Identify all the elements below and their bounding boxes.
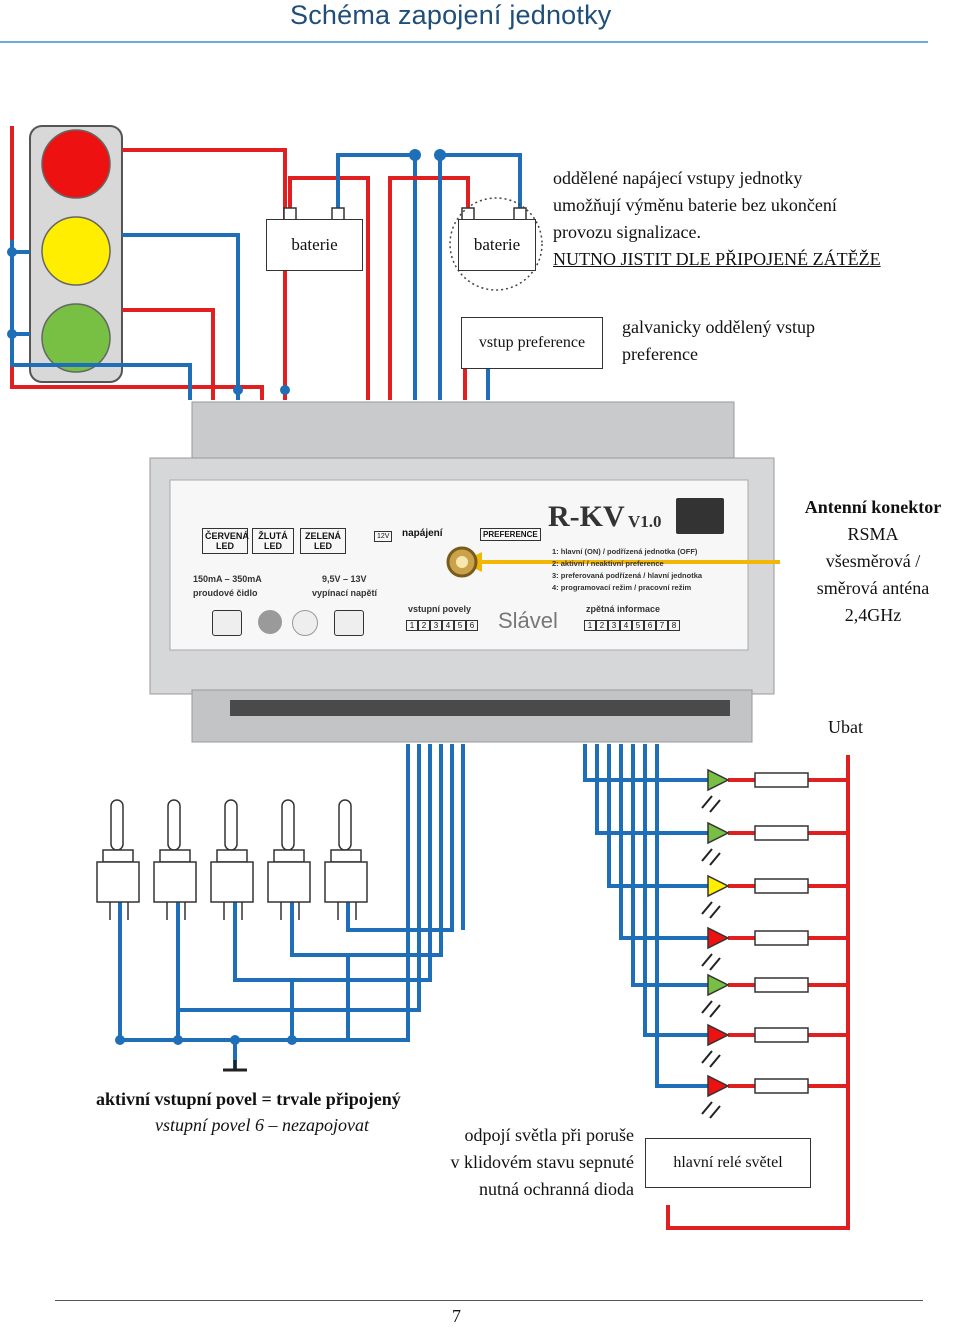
led-emission-arrows — [701, 795, 721, 1119]
yellow-lamp — [41, 216, 111, 286]
device-version: V1.0 — [628, 512, 662, 531]
traffic-light — [29, 125, 123, 383]
device-model: R-KV — [548, 500, 625, 533]
battery-left: baterie — [266, 219, 363, 271]
current-range: 150mA – 350mA — [193, 574, 262, 584]
antenna-arrow — [446, 546, 780, 578]
device-brand: Slável — [498, 608, 558, 633]
title-rule — [0, 41, 928, 43]
green-lamp — [41, 303, 111, 373]
inputs-label: vstupní povely — [408, 604, 472, 614]
page-number: 7 — [452, 1306, 461, 1326]
red-lamp — [41, 129, 111, 199]
input-wires — [118, 744, 465, 1070]
input-terminals: 1 2 3 4 5 6 — [406, 620, 478, 631]
toggle-switches — [96, 799, 368, 920]
page-title: Schéma zapojení jednotky — [290, 0, 612, 30]
current-label: proudové čidlo — [193, 588, 258, 598]
main-relay-box: hlavní relé světel — [645, 1138, 811, 1188]
label-preference-port: PREFERENCE — [480, 528, 541, 541]
dip-switch[interactable] — [676, 498, 724, 534]
relay-note: odpojí světla při poruše v klidovém stav… — [450, 1125, 634, 1199]
feedback-label: zpětná informace — [586, 604, 661, 614]
label-12v: 12V — [374, 531, 393, 542]
voltage-range: 9,5V – 13V — [322, 574, 367, 584]
antenna-note: Antenní konektor RSMA všesměrová / směro… — [804, 497, 942, 625]
status-led-dark — [258, 610, 282, 634]
label-napajeni: napájení — [402, 528, 443, 539]
ground-symbol — [223, 1060, 247, 1072]
power-note: oddělené napájecí vstupy jednotky umožňu… — [553, 168, 881, 269]
preference-input-box: vstup preference — [461, 317, 603, 369]
ubat-label: Ubat — [828, 717, 863, 737]
battery-right: baterie — [458, 219, 536, 271]
mode-list: 1: hlavní (ON) / podřízená jednotka (OFF… — [552, 547, 703, 592]
led-triangles — [707, 768, 730, 1098]
current-trimmer-icon[interactable] — [212, 610, 242, 636]
resistors — [754, 772, 809, 1094]
footer-rule — [55, 1300, 923, 1301]
inputs-note-title: aktivní vstupní povel = trvale připojený — [96, 1089, 401, 1109]
preference-note: galvanicky oddělený vstup preference — [622, 317, 815, 364]
voltage-label: vypínací napětí — [312, 588, 378, 598]
feedback-wires — [583, 744, 850, 1230]
inputs-note-subtitle: vstupní povel 6 – nezapojovat — [155, 1115, 369, 1135]
status-led-light — [292, 610, 318, 636]
voltage-trimmer-icon[interactable] — [334, 610, 364, 636]
feedback-terminals: 1 2 3 4 5 6 7 8 — [584, 620, 680, 631]
